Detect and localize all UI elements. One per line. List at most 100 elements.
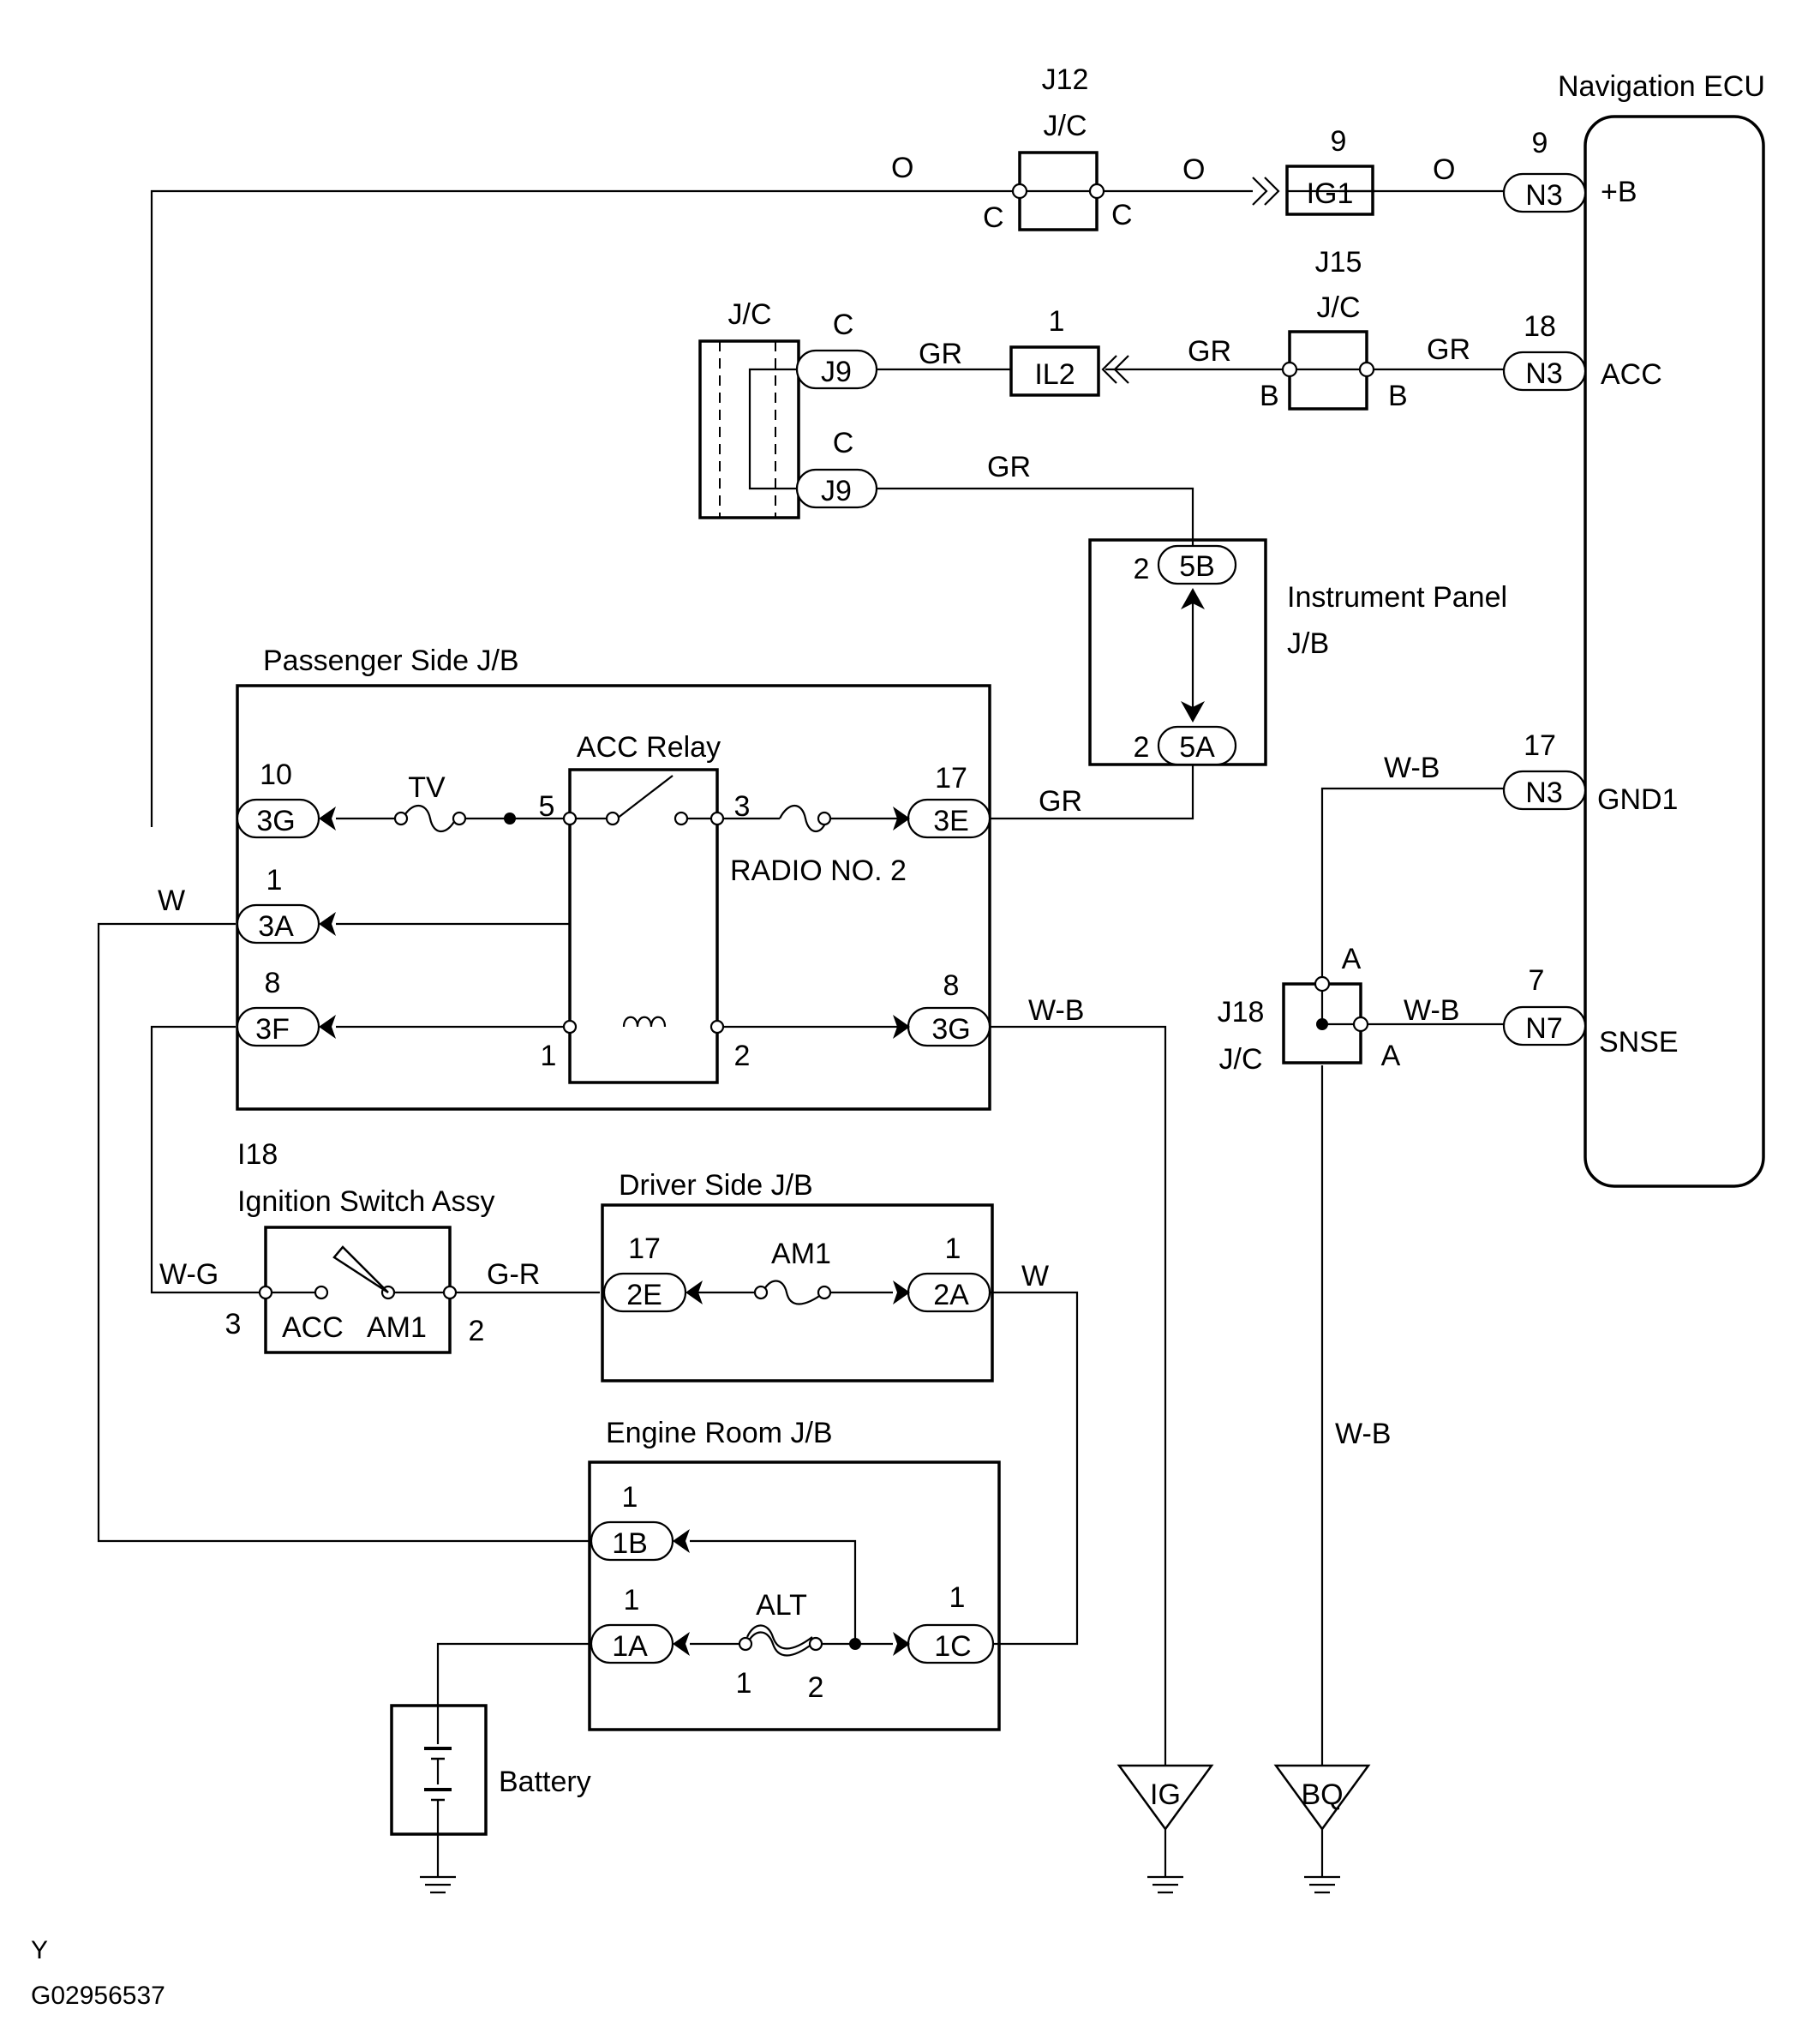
wire-color-wb-gnd1: W-B [1384, 752, 1440, 784]
fuse-am1-label: AM1 [771, 1238, 831, 1270]
j12-label: J12 [1042, 63, 1089, 96]
fuse-alt-label: ALT [756, 1589, 807, 1622]
wire-color-wb-3g: W-B [1028, 994, 1084, 1027]
footer-code: G02956537 [31, 1982, 165, 2010]
pin-1c: 1 [949, 1581, 966, 1614]
wire-color-labels: O O O GR GR GR GR GR W-B W-B W-B W-B W W… [158, 152, 1470, 1450]
j18-pin-a-right: A [1381, 1040, 1401, 1072]
wire-color-gr-r: G-R [487, 1258, 540, 1291]
pin-1b: 1 [622, 1481, 638, 1514]
j15-pin-b-right: B [1388, 380, 1408, 412]
footer-y: Y [31, 1936, 48, 1964]
fuse-radio-no2-label: RADIO NO. 2 [730, 855, 907, 887]
connector-2e: 2E [626, 1279, 662, 1311]
pin-n3-b: 9 [1532, 127, 1548, 159]
engine-room-jb-label: Engine Room J/B [606, 1417, 833, 1449]
connector-j9-bottom: J9 [821, 475, 852, 507]
connector-3g-top: 3G [256, 805, 295, 837]
pin-n7-snse: 7 [1529, 964, 1545, 997]
pin-2e: 17 [628, 1232, 661, 1265]
ground-symbols: IG BQ [420, 1764, 1371, 1894]
pin-3f: 8 [265, 967, 281, 999]
wire-color-gr-1: GR [919, 338, 962, 370]
ground-icon [1147, 1875, 1183, 1894]
il2-connector: IL2 1 [1009, 305, 1100, 397]
pin-3g-bottom: 8 [943, 969, 960, 1002]
engine-room-jb: Engine Room J/B ALT 1 2 1B 1 1A 1 1C 1 [588, 1417, 1001, 1731]
wire-color-w-2a: W [1021, 1260, 1049, 1292]
connector-ig1: IG1 [1307, 177, 1354, 210]
ground-icon [420, 1875, 456, 1894]
navigation-ecu: Navigation ECU +B ACC GND1 SNSE N3 9 N3 … [1502, 70, 1765, 1188]
ignition-pin-2: 2 [469, 1315, 485, 1347]
ignition-switch-assy: I18 Ignition Switch Assy ACC AM1 3 2 [225, 1138, 494, 1354]
connector-5a: 5A [1179, 731, 1215, 764]
relay-pin-5: 5 [539, 790, 555, 823]
wire-color-wb-snse: W-B [1404, 994, 1459, 1027]
alt-pin-1: 1 [736, 1667, 752, 1700]
pin-ig1: 9 [1331, 125, 1347, 158]
relay-pin-3: 3 [734, 790, 751, 823]
wire-color-wg: W-G [159, 1258, 219, 1291]
pin-n3-acc: 18 [1524, 310, 1556, 343]
connector-5b: 5B [1179, 550, 1215, 583]
driver-jb-label: Driver Side J/B [619, 1169, 813, 1202]
pin-3a: 1 [266, 864, 283, 897]
j12-jc-label: J/C [1044, 110, 1087, 142]
connector-n7-snse: N7 [1525, 1012, 1562, 1045]
wire-color-o-3: O [1433, 153, 1455, 186]
ignition-switch-code: I18 [237, 1138, 278, 1171]
connector-3g-bottom: 3G [931, 1013, 970, 1046]
wire-color-gr-2: GR [1188, 335, 1231, 368]
instrument-panel-label-2: J/B [1287, 627, 1329, 660]
j12-junction: J12 J/C C C [983, 63, 1133, 234]
ignition-acc-label: ACC [282, 1311, 344, 1344]
connector-n3-b: N3 [1525, 179, 1562, 212]
ecu-terminal-acc: ACC [1601, 358, 1662, 391]
ground-point-ig: IG [1150, 1778, 1181, 1811]
ecu-terminal-snse: SNSE [1599, 1026, 1679, 1058]
pin-3g-top: 10 [260, 759, 292, 791]
wires [97, 177, 1504, 1877]
jc-j9: J/C J9 C J9 C [698, 298, 878, 519]
wire-color-o-2: O [1182, 153, 1205, 186]
j18-junction: J18 J/C A A [1218, 943, 1401, 1076]
ground-point-bq: BQ [1301, 1778, 1343, 1811]
connector-il2: IL2 [1034, 358, 1075, 391]
j15-label: J15 [1315, 246, 1362, 279]
connector-3f: 3F [255, 1013, 290, 1046]
passenger-jb-label: Passenger Side J/B [263, 645, 519, 677]
instrument-panel-label-1: Instrument Panel [1287, 581, 1507, 614]
j18-jc-label: J/C [1219, 1043, 1263, 1076]
ignition-pin-3: 3 [225, 1308, 242, 1340]
wire-color-wb-bq: W-B [1335, 1418, 1391, 1450]
j18-label: J18 [1218, 996, 1265, 1028]
nav-ecu-title: Navigation ECU [1558, 70, 1765, 103]
relay-pin-1: 1 [541, 1040, 557, 1072]
connector-1b: 1B [612, 1527, 648, 1560]
connector-1c: 1C [934, 1630, 971, 1663]
fuse-tv-label: TV [408, 771, 446, 804]
jc-j9-label: J/C [728, 298, 772, 331]
pin-5a: 2 [1134, 731, 1150, 764]
j15-jc-label: J/C [1317, 291, 1361, 324]
connector-n3-acc: N3 [1525, 357, 1562, 390]
j12-pin-c-left: C [983, 201, 1004, 234]
relay-pin-2: 2 [734, 1040, 751, 1072]
j15-pin-b-left: B [1260, 380, 1279, 412]
ground-icon [1304, 1875, 1340, 1894]
ignition-am1-label: AM1 [367, 1311, 427, 1344]
j12-pin-c-right: C [1111, 199, 1133, 231]
j9-top-pin-c: C [833, 309, 854, 341]
wire-color-gr-4: GR [987, 451, 1031, 483]
instrument-panel-jb: Instrument Panel J/B 5B 2 5A 2 [1088, 538, 1507, 766]
j9-bottom-pin-c: C [833, 427, 854, 459]
pin-il2: 1 [1049, 305, 1065, 338]
driver-side-jb: Driver Side J/B AM1 2E 17 2A 1 [601, 1169, 994, 1382]
connector-3e: 3E [933, 805, 969, 837]
passenger-side-jb: Passenger Side J/B TV ACC Relay 5 3 1 [236, 645, 991, 1111]
battery: Battery [390, 1704, 591, 1836]
j18-pin-a-top: A [1342, 943, 1362, 975]
battery-label: Battery [499, 1766, 591, 1798]
